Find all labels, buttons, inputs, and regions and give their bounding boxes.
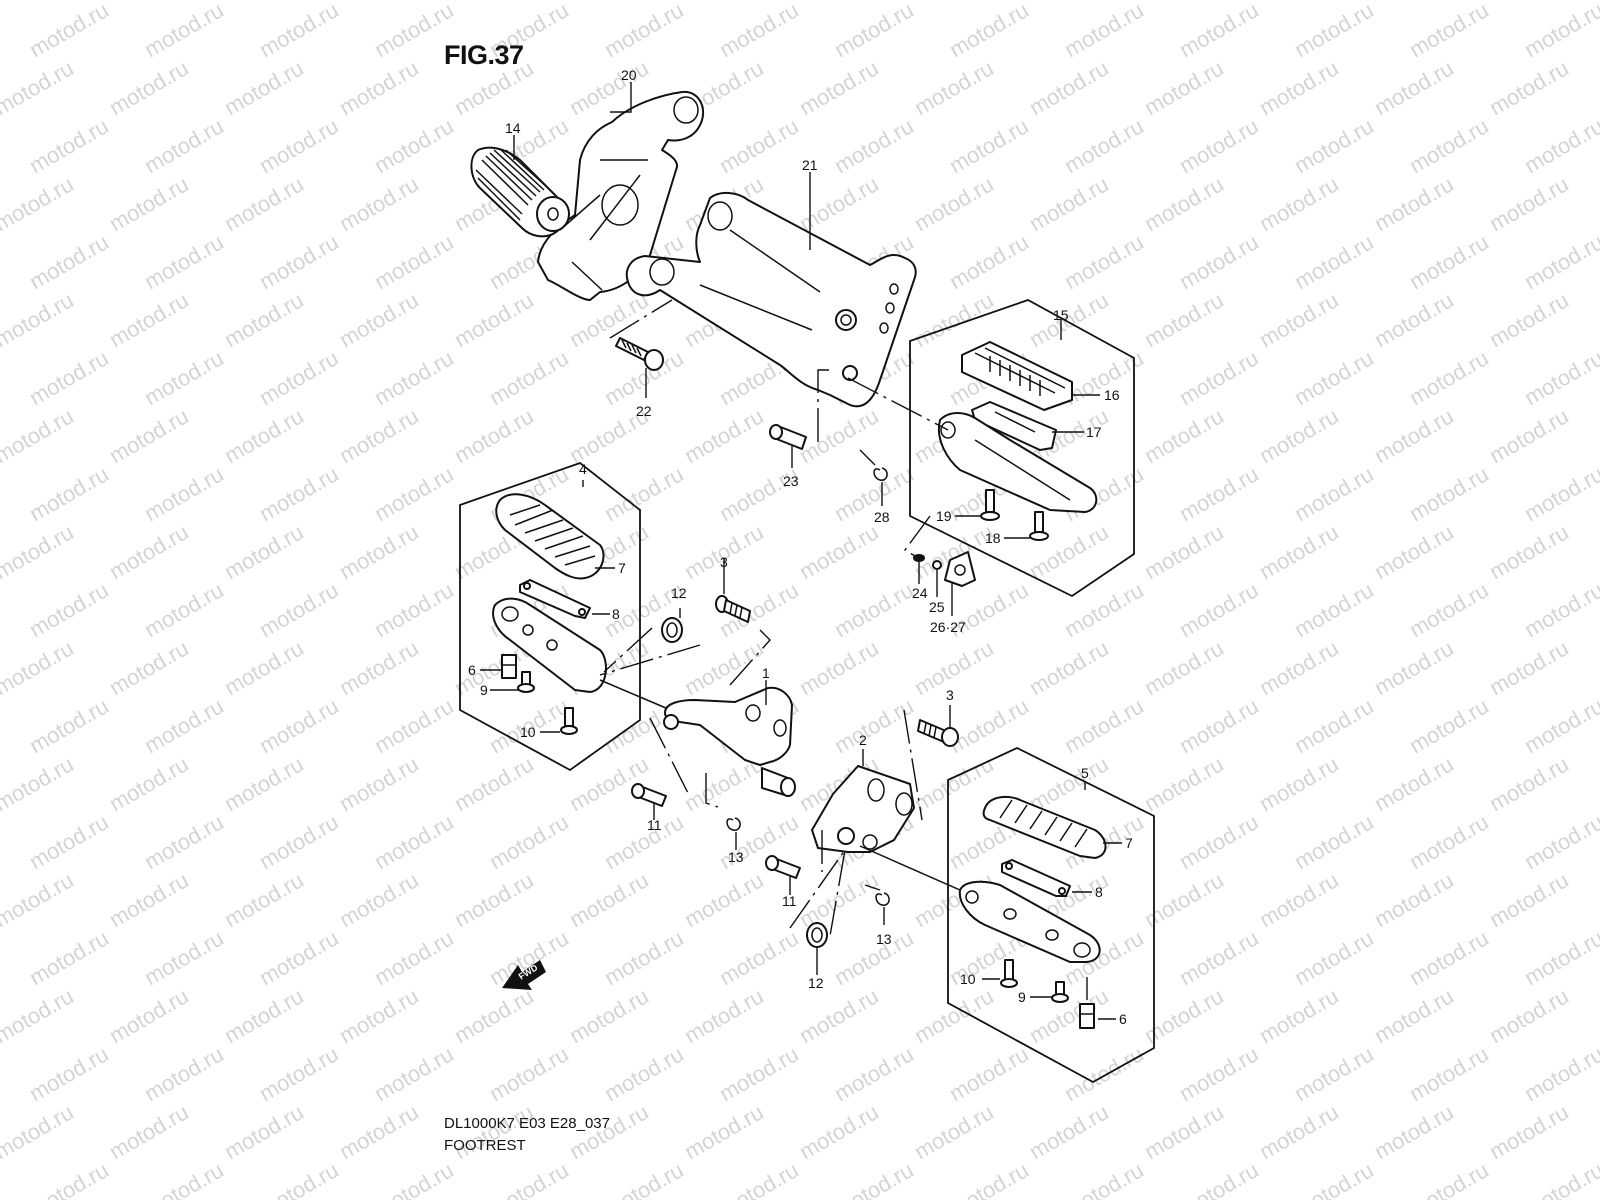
bolt-9-rh[interactable]: [490, 671, 535, 693]
callout-10-rh: 10: [520, 724, 536, 740]
rear-footrest-rubber-16[interactable]: [961, 341, 1100, 411]
footrest-bracket-2[interactable]: [811, 749, 961, 891]
nut-6-rh[interactable]: [480, 654, 517, 679]
footrest-rubber-7-rh[interactable]: [495, 493, 615, 580]
callout-9-rh: 9: [480, 682, 488, 698]
callout-1: 1: [762, 665, 770, 681]
callout-6-lh: 6: [1119, 1011, 1127, 1027]
bolt-3-lower[interactable]: [903, 705, 959, 821]
callout-22: 22: [636, 403, 652, 419]
clip-28[interactable]: [859, 449, 888, 506]
rear-footrest-bracket-21[interactable]: [625, 192, 917, 408]
section-name: FOOTREST: [444, 1137, 526, 1154]
callout-7-lh: 7: [1125, 835, 1133, 851]
footrest-assy-box-4: [459, 461, 641, 772]
callout-28: 28: [874, 509, 890, 525]
leader-20: [610, 82, 632, 113]
callout-7-rh: 7: [618, 560, 626, 576]
footrest-body-rh[interactable]: [492, 597, 681, 715]
ball-24[interactable]: [903, 515, 931, 584]
callout-21: 21: [802, 157, 818, 173]
callout-4: 4: [579, 461, 587, 477]
nut-6-lh[interactable]: [1079, 977, 1116, 1029]
callout-3-lower: 3: [946, 687, 954, 703]
pin-11-lower[interactable]: [765, 830, 823, 895]
screw-19[interactable]: [955, 489, 1000, 521]
callout-12-upper: 12: [671, 585, 687, 601]
clip-13-upper[interactable]: [705, 773, 741, 850]
clip-13-lower[interactable]: [864, 884, 890, 925]
callout-13-upper: 13: [728, 849, 744, 865]
callout-9-lh: 9: [1018, 989, 1026, 1005]
callout-6-rh: 6: [468, 662, 476, 678]
callout-24: 24: [912, 585, 928, 601]
pin-23[interactable]: [769, 369, 830, 468]
callout-15: 15: [1053, 307, 1069, 323]
callout-20: 20: [621, 67, 637, 83]
callout-8-rh: 8: [612, 606, 620, 622]
callout-19: 19: [936, 508, 952, 524]
spring-25[interactable]: [932, 560, 942, 597]
callout-11-lower: 11: [782, 893, 797, 909]
callout-17: 17: [1086, 424, 1102, 440]
callout-2: 2: [859, 732, 867, 748]
callout-18: 18: [985, 530, 1001, 546]
rear-footrest-body[interactable]: [847, 377, 1098, 513]
callout-16: 16: [1104, 387, 1120, 403]
callout-26-27: 26·27: [930, 619, 966, 635]
bolt-9-lh[interactable]: [1030, 981, 1069, 1003]
footrest-plate-8-rh[interactable]: [519, 579, 610, 619]
rear-footrest-assy-box-15: [909, 299, 1135, 598]
screw-18[interactable]: [1004, 511, 1049, 541]
footrest-rubber-7-lh[interactable]: [982, 795, 1122, 859]
callout-25: 25: [929, 599, 945, 615]
callout-14: 14: [505, 120, 521, 136]
callout-23: 23: [783, 473, 799, 489]
callout-12-lower: 12: [808, 975, 824, 991]
bolt-10-lh[interactable]: [982, 959, 1018, 988]
footrest-plate-8-lh[interactable]: [1001, 859, 1092, 897]
spring-12-lower[interactable]: [789, 849, 846, 975]
fwd-arrow-icon: FWD: [502, 960, 546, 990]
footrest-assy-box-5: [947, 747, 1155, 1084]
bolt-22[interactable]: [609, 299, 673, 398]
model-code: DL1000K7 E03 E28_037: [444, 1115, 610, 1132]
spring-12-upper[interactable]: [599, 608, 701, 676]
footrest-bracket-1[interactable]: [663, 629, 796, 797]
figure-title: FIG.37: [444, 40, 524, 70]
plate-26-27[interactable]: [944, 551, 976, 616]
callout-8-lh: 8: [1095, 884, 1103, 900]
rear-footrest-peg-14[interactable]: [470, 146, 570, 238]
footrest-body-lh[interactable]: [958, 880, 1101, 963]
pin-11-upper[interactable]: [631, 717, 689, 820]
bolt-10-rh[interactable]: [540, 707, 578, 735]
callout-10-lh: 10: [960, 971, 976, 987]
callout-5: 5: [1081, 765, 1089, 781]
callout-3-upper: 3: [720, 554, 728, 570]
callout-13-lower: 13: [876, 931, 892, 947]
callout-11-upper: 11: [647, 817, 662, 833]
bolt-3-upper[interactable]: [715, 558, 751, 623]
